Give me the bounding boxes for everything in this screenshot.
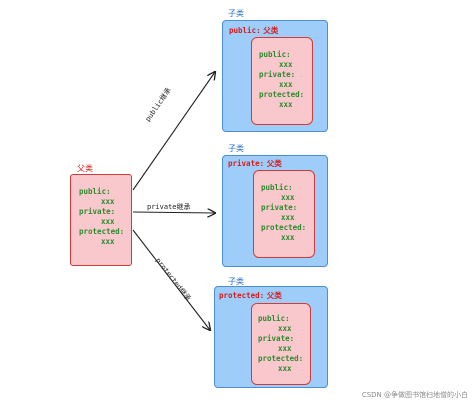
member-protected: protected: — [261, 223, 307, 232]
arrow-protected — [132, 229, 210, 330]
member-public: public: — [261, 183, 293, 192]
member-value: xxx — [101, 237, 115, 246]
arrow-private — [132, 212, 215, 213]
member-value: xxx — [278, 324, 292, 333]
child-members-protected: public: xxx private: xxx protected: xxx — [258, 314, 303, 374]
child-class-box-public: public: 父类 public: xxx private: xxx prot… — [222, 20, 328, 132]
member-private: private: — [259, 70, 296, 79]
member-value: xxx — [281, 213, 295, 222]
watermark-text: CSDN @争做图书馆扫地僧的小白 — [361, 391, 468, 399]
child-inner-box-private: public: xxx private: xxx protected: xxx — [253, 170, 315, 258]
member-private: private: — [258, 334, 295, 343]
member-public: public: — [259, 50, 291, 59]
child-header-private: private: 父类 — [228, 159, 282, 168]
child-header-public: public: 父类 — [229, 26, 279, 35]
child-title-protected: 子类 — [228, 277, 244, 286]
member-public: public: — [79, 187, 111, 196]
child-title-private: 子类 — [228, 144, 244, 153]
child-inner-box-public: public: xxx private: xxx protected: xxx — [251, 37, 313, 125]
member-value: xxx — [279, 100, 293, 109]
parent-class-box: public: xxx private: xxx protected: xxx — [70, 174, 132, 266]
member-value: xxx — [281, 193, 295, 202]
member-value: xxx — [281, 233, 295, 242]
child-members-public: public: xxx private: xxx protected: xxx — [259, 50, 304, 110]
child-inner-box-protected: public: xxx private: xxx protected: xxx — [251, 303, 311, 385]
member-private: private: — [261, 203, 298, 212]
member-value: xxx — [278, 364, 292, 373]
member-public: public: — [258, 314, 290, 323]
parent-title: 父类 — [77, 164, 93, 173]
arrow-public — [132, 72, 215, 191]
member-value: xxx — [279, 60, 293, 69]
member-value: xxx — [101, 197, 115, 206]
member-value: xxx — [279, 80, 293, 89]
child-header-protected: protected: 父类 — [219, 291, 282, 300]
child-members-private: public: xxx private: xxx protected: xxx — [261, 183, 306, 243]
child-class-box-protected: protected: 父类 public: xxx private: xxx p… — [214, 286, 328, 388]
child-class-box-private: private: 父类 public: xxx private: xxx pro… — [222, 155, 328, 267]
member-protected: protected: — [258, 354, 304, 363]
member-private: private: — [79, 207, 116, 216]
member-value: xxx — [278, 344, 292, 353]
member-protected: protected: — [259, 90, 305, 99]
label-private-inherit: private继承 — [147, 203, 191, 211]
member-value: xxx — [101, 217, 115, 226]
child-title-public: 子类 — [228, 9, 244, 18]
member-protected: protected: — [79, 227, 125, 236]
parent-members: public: xxx private: xxx protected: xxx — [79, 187, 124, 247]
